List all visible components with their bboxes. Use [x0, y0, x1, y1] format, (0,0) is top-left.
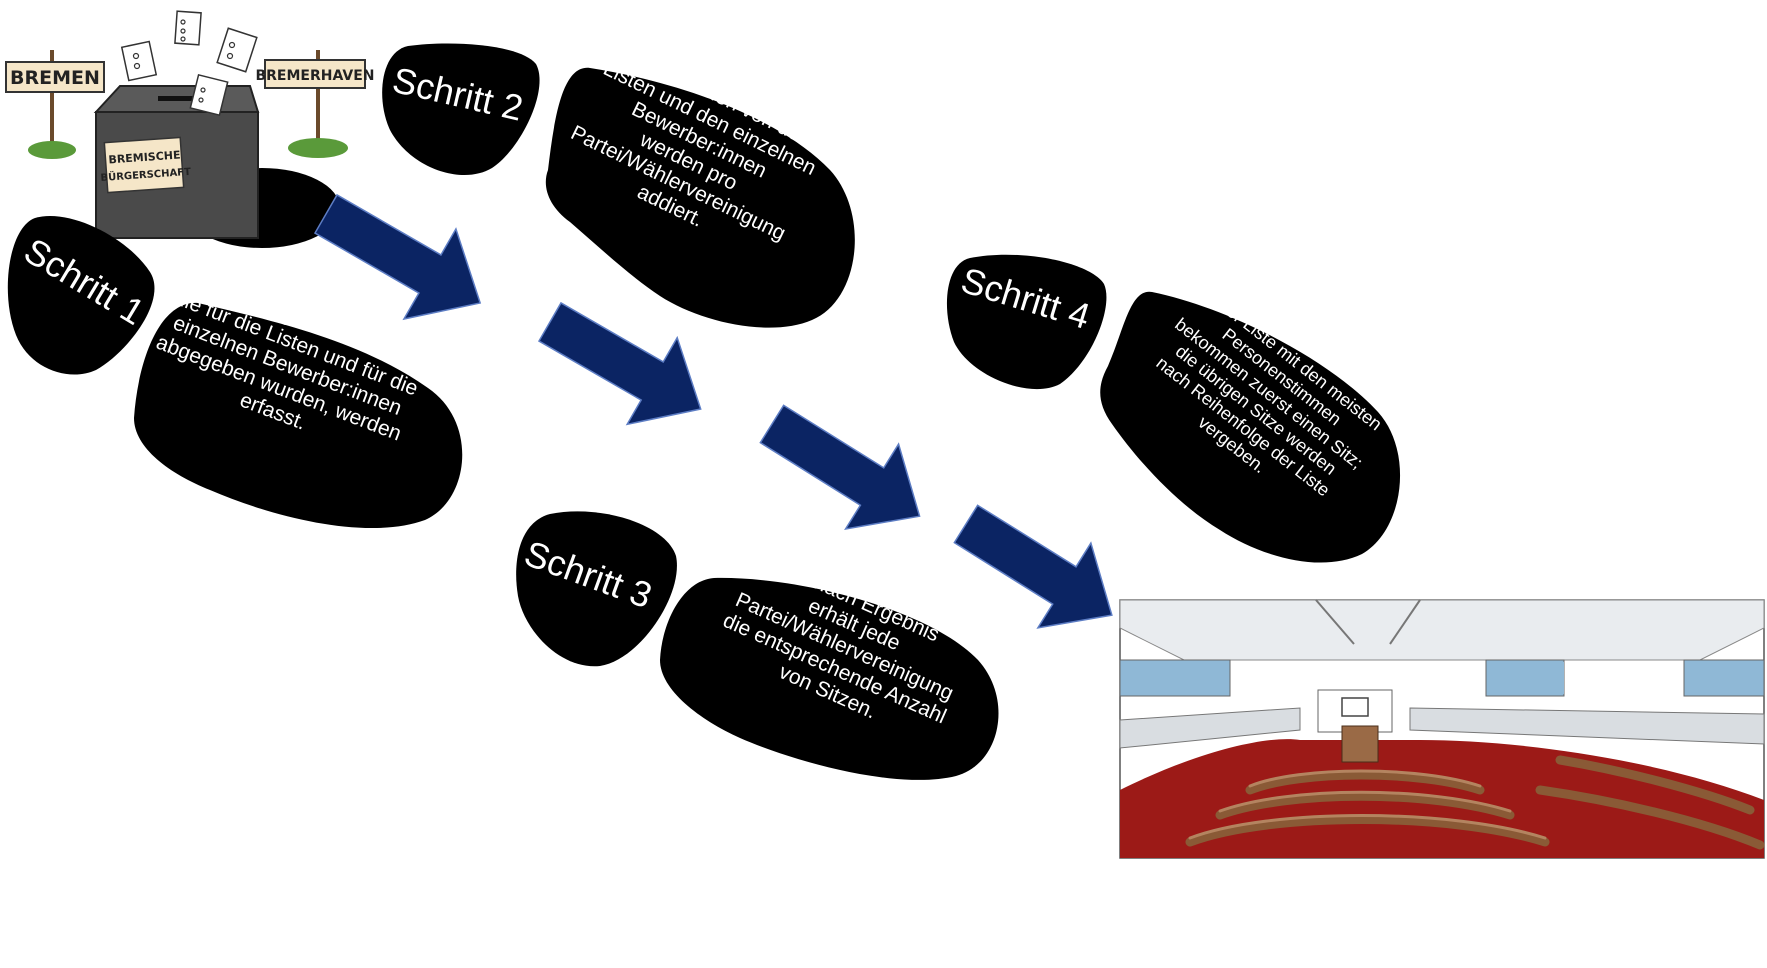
sign-bremen: BREMEN	[10, 67, 100, 89]
arrow-2	[537, 301, 702, 426]
arrow-1	[313, 193, 482, 321]
arrow-3	[759, 404, 921, 530]
sign-bremerhaven: BREMERHAVEN	[255, 68, 374, 84]
parliament-illustration	[1119, 599, 1765, 859]
flow-arrows	[313, 193, 1113, 629]
ballot-box-label-1: BREMISCHE	[108, 148, 181, 166]
footprint-step-1	[7, 216, 463, 529]
arrow-4	[953, 504, 1113, 629]
footprints	[7, 43, 1401, 780]
footprint-step-4	[946, 254, 1401, 563]
footprint-step-2	[382, 43, 855, 328]
footprint-step-3	[516, 511, 999, 780]
ballot-box-illustration: BREMEN BREMERHAVEN BREMISCHE BÜRGERSCHAF…	[5, 10, 375, 248]
